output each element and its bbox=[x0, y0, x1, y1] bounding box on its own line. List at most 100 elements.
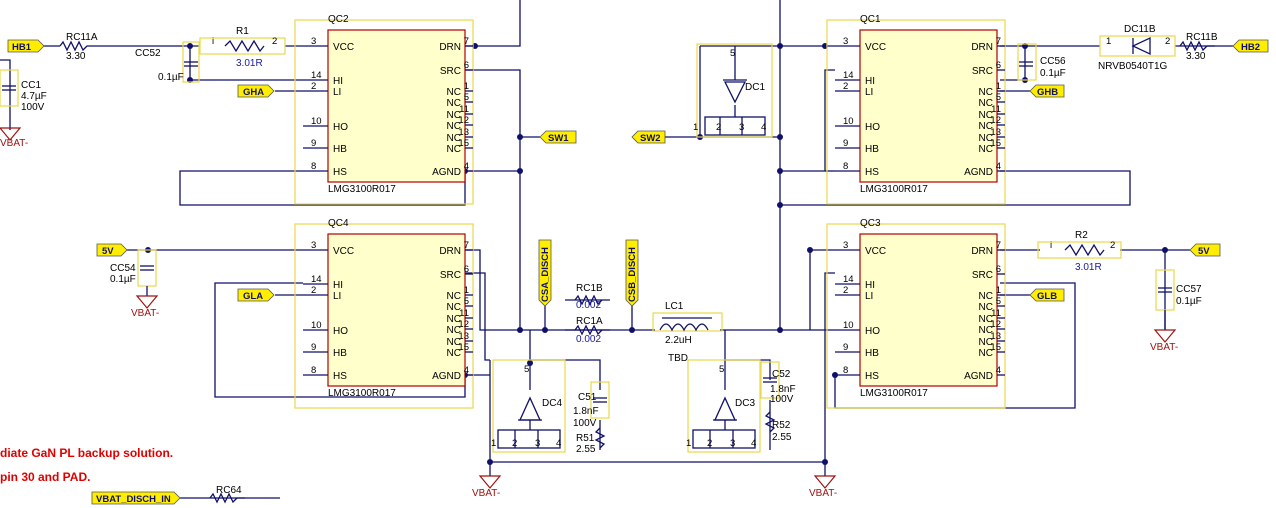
qc4-ref: QC4 bbox=[328, 218, 349, 229]
dc3-ref: DC3 bbox=[735, 398, 755, 409]
svg-text:2: 2 bbox=[843, 81, 848, 92]
resistor-r52: R52 2.55 bbox=[764, 411, 792, 443]
ic-pin-ho: HO bbox=[333, 122, 348, 133]
note-line-2: pin 30 and PAD. bbox=[0, 470, 90, 484]
netlabel-csa-disch: CSA_DISCH bbox=[538, 239, 552, 307]
resistor-rc1a: RC1A 0.002 bbox=[574, 316, 603, 345]
svg-text:HB2: HB2 bbox=[1241, 42, 1260, 53]
ic-pin-hs: HS bbox=[333, 371, 347, 382]
svg-text:8: 8 bbox=[843, 161, 848, 172]
ic-pin-vcc: VCC bbox=[865, 246, 886, 257]
dc4-ref: DC4 bbox=[542, 398, 562, 409]
ic-pin-hs: HS bbox=[865, 167, 879, 178]
ic-pin-li: LI bbox=[865, 87, 873, 98]
r1-value: 3.01R bbox=[236, 58, 263, 69]
resistor-rc11a: RC11A 3.30 bbox=[59, 32, 98, 62]
rc11a-value: 3.30 bbox=[66, 51, 86, 62]
svg-text:2: 2 bbox=[707, 438, 712, 449]
note-line-1: diate GaN PL backup solution. bbox=[0, 446, 173, 460]
rc11a-ref: RC11A bbox=[66, 32, 98, 43]
ic-pin-hi: HI bbox=[865, 76, 875, 87]
netlabel-vbat-disch-in: VBAT_DISCH_IN bbox=[91, 491, 181, 505]
svg-text:5V: 5V bbox=[1198, 246, 1210, 257]
svg-text:CSA_DISCH: CSA_DISCH bbox=[540, 247, 551, 302]
rc64-ref: RC64 bbox=[216, 485, 242, 496]
r51-value: 2.55 bbox=[576, 444, 596, 455]
svg-text:14: 14 bbox=[311, 70, 322, 81]
ic-pin-vcc: VCC bbox=[333, 246, 354, 257]
svg-text:2: 2 bbox=[1165, 36, 1170, 47]
ic-pin-src: SRC bbox=[972, 270, 993, 281]
cc1-value: 4.7µF bbox=[21, 91, 47, 102]
svg-text:3: 3 bbox=[535, 438, 540, 449]
svg-text:5: 5 bbox=[996, 92, 1001, 103]
ground-vbat-bottom-right: VBAT- bbox=[809, 462, 837, 499]
svg-text:HB1: HB1 bbox=[12, 42, 32, 53]
c51-ref: C51 bbox=[578, 392, 597, 403]
svg-text:CSB_DISCH: CSB_DISCH bbox=[627, 247, 638, 302]
ic-pin-hi: HI bbox=[333, 280, 343, 291]
cc1-voltage: 100V bbox=[21, 102, 45, 113]
svg-text:SW1: SW1 bbox=[548, 133, 569, 144]
netlabel-sw2: SW2 bbox=[631, 130, 666, 144]
svg-text:14: 14 bbox=[843, 274, 854, 285]
ic-pin-nc: NC bbox=[447, 144, 461, 155]
svg-text:3: 3 bbox=[843, 36, 848, 47]
ic-pin-drn: DRN bbox=[971, 42, 993, 53]
ic-pin-nc: NC bbox=[447, 348, 461, 359]
c51-value: 1.8nF bbox=[573, 406, 599, 417]
svg-text:7: 7 bbox=[996, 36, 1001, 47]
svg-text:15: 15 bbox=[458, 342, 469, 353]
svg-text:6: 6 bbox=[464, 60, 469, 71]
qc2-part: LMG3100R017 bbox=[328, 184, 396, 195]
qc3-part: LMG3100R017 bbox=[860, 388, 928, 399]
svg-text:8: 8 bbox=[311, 365, 316, 376]
svg-text:1: 1 bbox=[996, 285, 1001, 296]
ic-pin-nc: NC bbox=[447, 291, 461, 302]
c52-value: 1.8nF bbox=[770, 384, 796, 395]
qc4-part: LMG3100R017 bbox=[328, 388, 396, 399]
ic-pin-nc: NC bbox=[979, 337, 993, 348]
rc11b-value: 3.30 bbox=[1186, 51, 1206, 62]
svg-text:2: 2 bbox=[311, 285, 316, 296]
svg-text:13: 13 bbox=[458, 127, 469, 138]
svg-text:3: 3 bbox=[311, 36, 316, 47]
c52-ref: C52 bbox=[772, 369, 791, 380]
inductor-lc1: LC1 2.2uH TBD bbox=[652, 301, 723, 364]
svg-text:1: 1 bbox=[693, 122, 698, 133]
lc1-value: 2.2uH bbox=[665, 335, 692, 346]
svg-text:5: 5 bbox=[524, 364, 529, 375]
netlabel-hb1: HB1 bbox=[7, 39, 45, 53]
resistor-rc64: RC64 bbox=[209, 485, 245, 504]
cc52-value: 0.1µF bbox=[158, 72, 184, 83]
capacitor-cc56: CC56 0.1µF bbox=[1017, 43, 1066, 81]
r52-value: 2.55 bbox=[772, 432, 792, 443]
ic-pin-hb: HB bbox=[865, 144, 879, 155]
ic-pin-hb: HB bbox=[333, 144, 347, 155]
ic-pin-src: SRC bbox=[440, 66, 461, 77]
svg-text:4: 4 bbox=[556, 438, 561, 449]
cc56-value: 0.1µF bbox=[1040, 68, 1066, 79]
tbd-label: TBD bbox=[668, 353, 688, 364]
svg-text:5: 5 bbox=[996, 296, 1001, 307]
svg-text:2: 2 bbox=[716, 122, 721, 133]
svg-text:1: 1 bbox=[491, 438, 496, 449]
netlabel-5v-right: 5V bbox=[1189, 243, 1221, 257]
svg-text:1: 1 bbox=[464, 81, 469, 92]
netlabel-gla: GLA bbox=[237, 288, 275, 302]
ic-pin-nc: NC bbox=[979, 121, 993, 132]
ic-pin-hb: HB bbox=[865, 348, 879, 359]
ic-pin-nc: NC bbox=[979, 87, 993, 98]
ic-pin-nc: NC bbox=[447, 302, 461, 313]
svg-text:5: 5 bbox=[719, 364, 724, 375]
svg-text:12: 12 bbox=[458, 319, 469, 330]
resistor-r1: i 2 R1 3.01R bbox=[199, 26, 286, 69]
svg-text:3: 3 bbox=[739, 122, 744, 133]
ic-pin-hs: HS bbox=[865, 371, 879, 382]
ic-pin-nc: NC bbox=[447, 133, 461, 144]
qc3-ref: QC3 bbox=[860, 218, 881, 229]
ground-vbat-cc57: VBAT- bbox=[1150, 310, 1178, 353]
ic-pin-vcc: VCC bbox=[865, 42, 886, 53]
svg-text:GLA: GLA bbox=[243, 291, 263, 302]
